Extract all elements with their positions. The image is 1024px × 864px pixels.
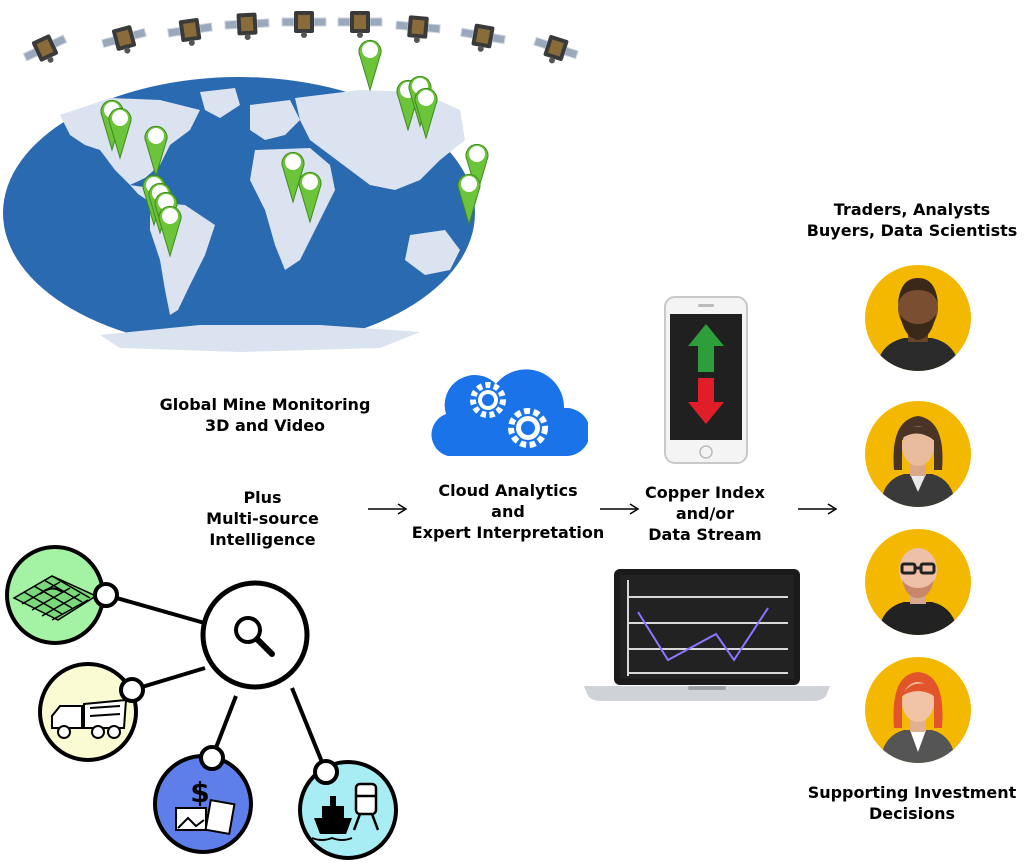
laptop-chart-icon — [584, 569, 830, 701]
svg-text:$: $ — [190, 776, 209, 809]
chart-line — [637, 607, 769, 662]
flow-arrow — [368, 503, 408, 515]
person-bald-man-glasses-icon — [865, 529, 971, 635]
gear-icon — [508, 408, 548, 448]
satellite-icon — [529, 30, 581, 71]
map-pin-icon — [158, 205, 182, 257]
map-pin-icon — [457, 173, 481, 225]
monitoring-label: Global Mine Monitoring 3D and Video — [159, 395, 371, 435]
glasses-icon — [900, 562, 936, 575]
dump-truck-icon — [38, 662, 138, 762]
connector-node — [119, 677, 145, 703]
magnifier-icon — [200, 580, 310, 690]
arrow-down-icon — [688, 378, 724, 424]
mine-pins — [100, 39, 489, 257]
copper-label: Copper Index and/or Data Stream — [645, 483, 765, 544]
finance-news-icon: $ — [153, 754, 253, 854]
map-pin-icon — [358, 39, 382, 91]
ship-train-icon — [298, 760, 398, 860]
gear-icon — [470, 382, 506, 418]
map-pin-icon — [144, 125, 168, 177]
intelligence-network: $ — [5, 545, 398, 860]
connector-node — [93, 582, 119, 608]
intelligence-label: Plus Multi-source Intelligence — [206, 488, 319, 549]
smartphone-icon — [664, 296, 748, 464]
flow-arrow — [798, 503, 838, 515]
outcome-label: Supporting Investment Decisions — [807, 783, 1017, 823]
terrain-mesh-icon — [5, 545, 105, 645]
audience-label: Traders, Analysts Buyers, Data Scientist… — [806, 200, 1018, 240]
person-bearded-man-icon — [865, 265, 971, 371]
person-woman-dark-hair-icon — [865, 401, 971, 507]
connector-node — [313, 759, 339, 785]
cloud-label: Cloud Analytics and Expert Interpretatio… — [411, 481, 605, 542]
arrow-up-icon — [688, 324, 724, 372]
map-pin-icon — [298, 171, 322, 223]
connector-node — [199, 745, 225, 771]
map-pin-icon — [414, 87, 438, 139]
person-woman-red-hair-icon — [865, 657, 971, 763]
cloud-gears-icon — [431, 369, 588, 456]
flow-arrow — [600, 503, 640, 515]
